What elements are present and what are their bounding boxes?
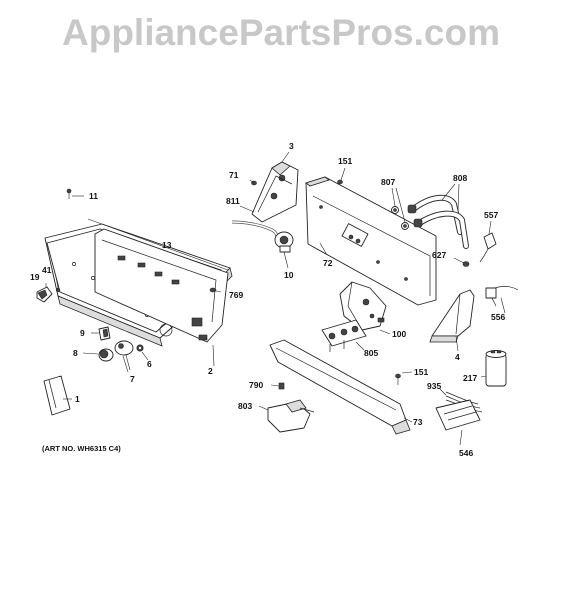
label-9: 9: [80, 328, 85, 338]
label-935: 935: [427, 381, 441, 391]
label-3: 3: [289, 141, 294, 151]
terminal-block-546-part[interactable]: [435, 399, 481, 431]
label-769: 769: [229, 290, 243, 300]
label-4: 4: [455, 352, 460, 362]
label-556: 556: [491, 312, 505, 322]
label-13: 13: [162, 240, 172, 250]
dial-7-part[interactable]: [114, 340, 134, 371]
label-7: 7: [130, 374, 135, 384]
part-803-part[interactable]: [267, 399, 315, 433]
screw-769-part[interactable]: [209, 287, 222, 293]
label-2: 2: [208, 366, 213, 376]
label-627: 627: [432, 250, 446, 260]
screw-790-part[interactable]: [278, 382, 285, 390]
knob-8-part[interactable]: [98, 348, 114, 362]
clip-627-part[interactable]: [462, 261, 470, 267]
screw-151-top-part[interactable]: [337, 179, 343, 185]
housing-100-part[interactable]: [339, 281, 387, 331]
label-11: 11: [89, 191, 98, 201]
watermark: AppliancePartsPros.com: [62, 12, 500, 53]
backsplash-72-part[interactable]: [305, 176, 437, 306]
bracket-73-part[interactable]: [269, 339, 411, 435]
label-8: 8: [73, 348, 78, 358]
cord-557-part[interactable]: [479, 232, 497, 263]
switch-9-part[interactable]: [98, 326, 111, 341]
screw-71-part[interactable]: [249, 179, 257, 186]
clip-41-part[interactable]: [55, 287, 61, 293]
manual-1-part[interactable]: [43, 375, 71, 416]
pressure-switch-10-part[interactable]: [274, 231, 294, 253]
label-808: 808: [453, 173, 467, 183]
spring-6-part[interactable]: [136, 344, 144, 352]
bracket-4-part[interactable]: [429, 289, 475, 343]
cord-556-part[interactable]: [485, 286, 519, 307]
label-6: 6: [147, 359, 152, 369]
label-151-top: 151: [338, 156, 352, 166]
washer-807-part[interactable]: [391, 206, 409, 230]
label-19: 19: [30, 272, 40, 282]
label-790: 790: [249, 380, 263, 390]
label-100: 100: [392, 329, 406, 339]
leader-lines: [45, 151, 506, 446]
screw-151-lower-part[interactable]: [395, 373, 401, 385]
hose-808-part[interactable]: [407, 194, 469, 249]
label-151-lower: 151: [414, 367, 428, 377]
knob-19-part[interactable]: [36, 286, 53, 303]
hose-811-part[interactable]: [231, 220, 279, 241]
label-217: 217: [463, 373, 477, 383]
label-811: 811: [226, 196, 240, 206]
label-805: 805: [364, 348, 378, 358]
label-73: 73: [413, 417, 423, 427]
label-41: 41: [42, 265, 52, 275]
label-72: 72: [323, 258, 333, 268]
art-number: (ART NO. WH6315 C4): [42, 444, 121, 453]
label-546: 546: [459, 448, 473, 458]
valve-805-part[interactable]: [321, 319, 367, 352]
label-803: 803: [238, 401, 252, 411]
label-557: 557: [484, 210, 498, 220]
screw-11-part[interactable]: [66, 188, 72, 199]
capacitor-217-part[interactable]: [485, 350, 507, 387]
control-frame-part[interactable]: [87, 218, 229, 343]
bracket-3-part[interactable]: [251, 161, 299, 223]
label-10: 10: [284, 270, 294, 280]
label-1: 1: [75, 394, 80, 404]
label-71: 71: [229, 170, 239, 180]
label-807: 807: [381, 177, 395, 187]
